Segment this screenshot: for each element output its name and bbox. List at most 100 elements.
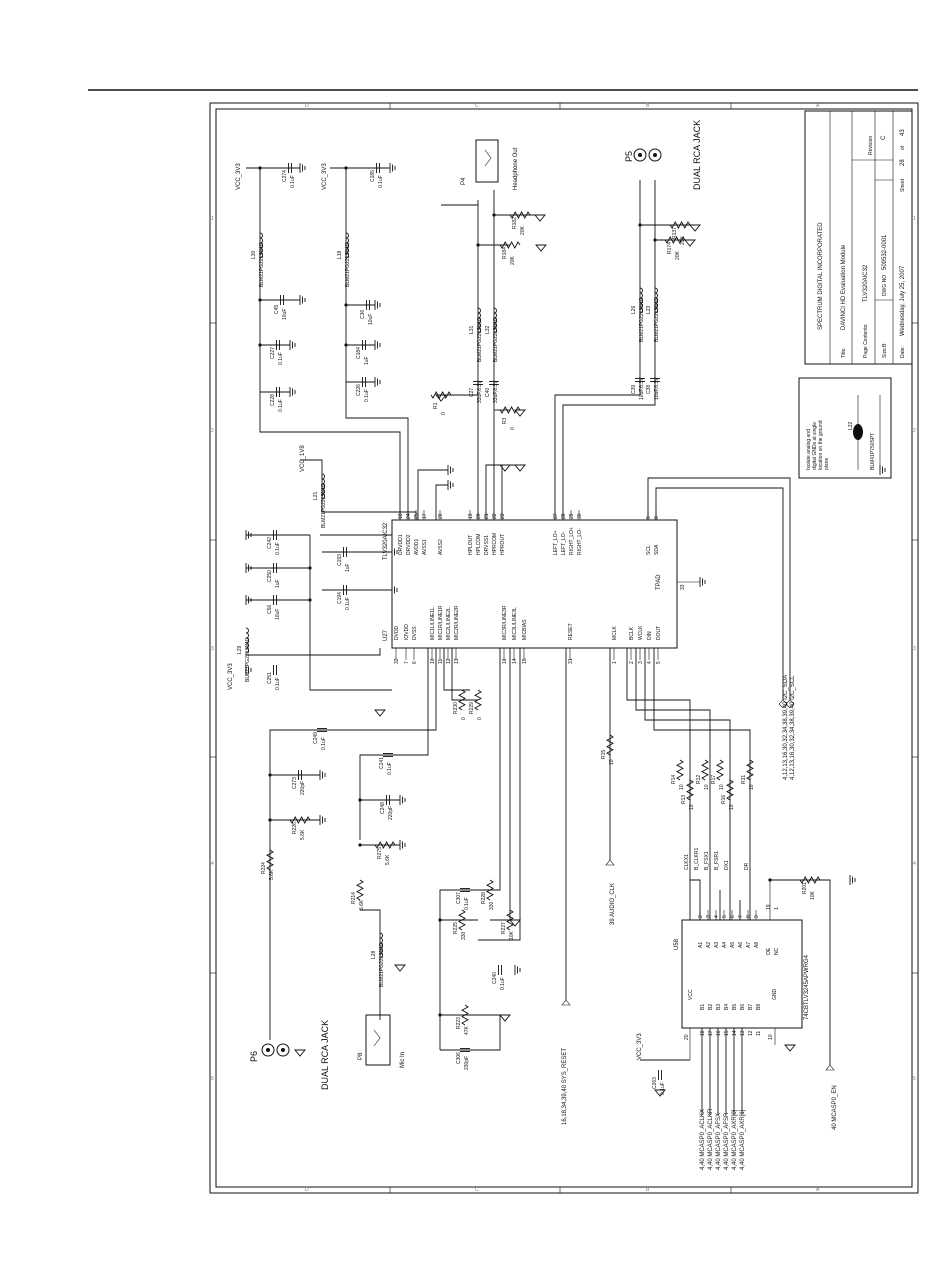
svg-text:C: C: [475, 103, 479, 109]
part-c56: [273, 595, 277, 605]
sheet-label: Sheet: [900, 178, 906, 192]
grid-ticks: [210, 103, 918, 1193]
value-c240: 0.1uF: [500, 977, 506, 990]
u27-pin-num: 29: [569, 513, 575, 519]
value-c194: 0.1uF: [345, 597, 351, 610]
ref-r182: R182: [512, 217, 518, 229]
svg-text:L22: L22: [848, 421, 854, 430]
u27-pin-num: 27: [553, 513, 559, 519]
svg-text:1: 1: [774, 907, 780, 910]
value-r275: 5.6K: [385, 854, 391, 865]
u58-pin-num: 5: [722, 915, 728, 918]
svg-text:B: B: [646, 103, 650, 109]
company-name: SPECTRUM DIGITAL INCORPORATED: [818, 222, 824, 330]
svg-text:D: D: [305, 103, 309, 109]
value-c184: 1uF: [364, 356, 370, 365]
grid-letters-top: D C B A: [305, 103, 820, 109]
ref-c249: C249: [313, 732, 319, 744]
value-r16: 10: [729, 804, 735, 810]
part-c40: [489, 381, 499, 385]
value-l29: BLM21PG221SN1D: [245, 637, 251, 682]
u58-pin-name: B6: [740, 1004, 746, 1010]
ref-r16: R16: [721, 795, 727, 804]
value-c193: 1uF: [345, 563, 351, 572]
ref-r14: R14: [671, 775, 677, 784]
value-c307: 0.1uF: [464, 897, 470, 910]
ground-symbol: [684, 239, 696, 247]
page-contents-label: Page Contents:: [863, 324, 869, 358]
u27-pin-num: 17: [422, 513, 428, 519]
ground-symbol: [374, 709, 386, 717]
value-c241: 0.1uF: [387, 762, 393, 775]
value-r182: 20K: [520, 225, 526, 235]
svg-text:4,40 MCASP0_ACLKR: 4,40 MCASP0_ACLKR: [708, 1108, 714, 1170]
ground-symbol: [374, 377, 381, 387]
ref-c226: C226: [356, 384, 362, 396]
svg-text:4,12,13,16,30,32,34,38,39,40: 4,12,13,16,30,32,34,38,39,40 I2C_SCL: [790, 675, 796, 780]
value-r14: 10: [679, 784, 685, 790]
u58-pin-name: A7: [746, 942, 752, 948]
ref-l21: L21: [313, 491, 319, 500]
u58-pin-name: B3: [716, 1004, 722, 1010]
u27-pin-name: HPROUT: [500, 534, 506, 555]
ref-c39: C39: [631, 385, 637, 394]
part-c193: [343, 547, 347, 557]
svg-text:VCC_3V3: VCC_3V3: [637, 1033, 643, 1060]
svg-text:B_FSX1: B_FSX1: [704, 851, 710, 870]
value-r230: 0: [461, 717, 467, 720]
svg-text:1: 1: [211, 216, 214, 222]
ground-symbol: [294, 1049, 306, 1057]
part-r228: [486, 879, 494, 901]
value-r184: 20K: [510, 255, 516, 265]
ground-symbol: [399, 840, 406, 850]
value-c56: 10uF: [275, 609, 281, 620]
value-l30: BLM21PG221SN1D: [259, 242, 265, 287]
ground-symbol: [299, 163, 306, 173]
svg-text:5: 5: [913, 1076, 916, 1082]
u27-pin-num: 13: [454, 658, 460, 664]
part-c263: [658, 1070, 662, 1080]
outer-frame: [209, 102, 919, 1194]
value-l21: BLM21PG221SN1D: [321, 483, 327, 528]
ref-r224: R224: [261, 862, 267, 874]
svg-text:4,40 MCASP0_AXR[1]: 4,40 MCASP0_AXR[1]: [740, 1109, 746, 1170]
svg-text:D: D: [305, 1187, 309, 1193]
part-r13: [686, 779, 694, 801]
ground-symbol: [447, 465, 454, 475]
svg-text:4: 4: [913, 861, 916, 867]
value-c39: 10uF,6.3V: [639, 377, 645, 400]
p5-rca-jack: P5 DUAL RCA JACK: [624, 120, 702, 190]
value-c227: 0.1uF: [278, 352, 284, 365]
part-r31: [746, 759, 754, 781]
u27-pin-name: LEFT_LO+: [553, 530, 559, 555]
svg-text:2: 2: [913, 428, 916, 434]
u27-pin-num: 28: [561, 513, 567, 519]
ref-r12: R12: [696, 775, 702, 784]
svg-text:A: A: [816, 1187, 820, 1193]
ground-symbol: [289, 387, 296, 397]
ground-symbol: [391, 585, 398, 595]
ref-l30: L30: [251, 250, 257, 259]
svg-text:GND: GND: [772, 989, 778, 1001]
ref-c227: C227: [270, 347, 276, 359]
ref-r214: R214: [351, 892, 357, 904]
svg-text:3: 3: [211, 646, 214, 652]
value-l32: BLM21PG221SN1D: [493, 317, 499, 362]
u58-pin-name: B7: [748, 1004, 754, 1010]
svg-text:1: 1: [913, 216, 916, 222]
part-c273: [298, 770, 302, 780]
ref-c251: C251: [267, 672, 273, 684]
u58-pin-name: A5: [730, 942, 736, 948]
svg-text:4: 4: [211, 861, 214, 867]
u58-pin-num: 13: [740, 1030, 746, 1036]
svg-text:10: 10: [768, 1034, 774, 1040]
part-r229: [474, 689, 482, 711]
ref-c263: C263: [652, 1077, 658, 1089]
u27-pin-name: DRVDD2: [406, 534, 412, 555]
ground-symbol: [245, 563, 252, 573]
svg-text:VCC_3V3: VCC_3V3: [322, 163, 328, 190]
svg-text:3: 3: [913, 646, 916, 652]
svg-text:A: A: [816, 103, 820, 109]
